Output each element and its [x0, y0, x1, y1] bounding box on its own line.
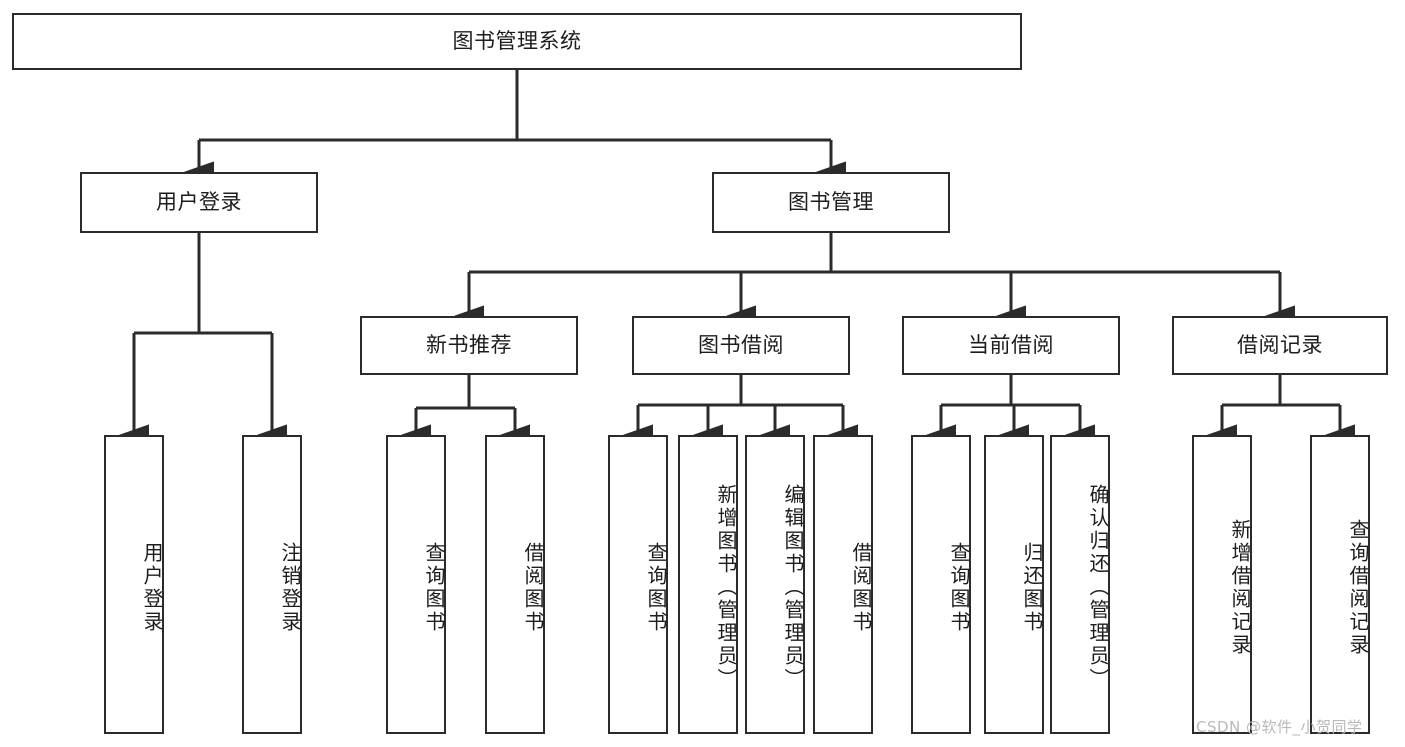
node-label: 图书管理	[788, 189, 874, 214]
leaf-confirm-return-admin[interactable]: 确认归还（管理员）	[1050, 435, 1110, 734]
node-user-login[interactable]: 用户登录	[80, 172, 318, 233]
node-label: 确认归还（管理员）	[1086, 484, 1110, 691]
node-current-borrow[interactable]: 当前借阅	[902, 316, 1120, 375]
node-label: 新增图书（管理员）	[714, 484, 738, 691]
leaf-borrow-book-1[interactable]: 借阅图书	[485, 435, 545, 734]
leaf-edit-book-admin[interactable]: 编辑图书（管理员）	[745, 435, 805, 734]
leaf-return-book[interactable]: 归还图书	[984, 435, 1044, 734]
node-label: 归还图书	[1020, 541, 1044, 634]
node-new-book-recommend[interactable]: 新书推荐	[360, 316, 578, 375]
node-root-system[interactable]: 图书管理系统	[12, 13, 1022, 70]
node-label: 借阅图书	[849, 541, 873, 634]
node-label: 查询借阅记录	[1346, 518, 1370, 657]
leaf-add-borrow-record[interactable]: 新增借阅记录	[1192, 435, 1252, 734]
node-label: 图书管理系统	[452, 28, 582, 53]
node-label: 图书借阅	[698, 332, 784, 357]
leaf-query-borrow-record[interactable]: 查询借阅记录	[1310, 435, 1370, 734]
leaf-query-book-3[interactable]: 查询图书	[911, 435, 971, 734]
node-label: 借阅图书	[521, 541, 545, 634]
node-label: 新书推荐	[426, 332, 512, 357]
node-label: 注销登录	[278, 541, 302, 634]
watermark: CSDN @软件_小贺同学	[1196, 718, 1363, 736]
leaf-query-book-2[interactable]: 查询图书	[608, 435, 668, 734]
leaf-query-book-1[interactable]: 查询图书	[386, 435, 446, 734]
node-book-management[interactable]: 图书管理	[712, 172, 950, 233]
node-label: 借阅记录	[1237, 332, 1323, 357]
leaf-user-login[interactable]: 用户登录	[104, 435, 164, 734]
node-label: 查询图书	[644, 541, 668, 634]
node-label: 查询图书	[947, 541, 971, 634]
node-label: 编辑图书（管理员）	[781, 484, 805, 691]
node-label: 新增借阅记录	[1228, 518, 1252, 657]
node-label: 用户登录	[156, 189, 242, 214]
node-borrow-record[interactable]: 借阅记录	[1172, 316, 1388, 375]
node-label: 查询图书	[422, 541, 446, 634]
leaf-borrow-book-2[interactable]: 借阅图书	[813, 435, 873, 734]
leaf-add-book-admin[interactable]: 新增图书（管理员）	[678, 435, 738, 734]
node-label: 用户登录	[140, 541, 164, 634]
node-label: 当前借阅	[968, 332, 1054, 357]
node-book-borrow[interactable]: 图书借阅	[632, 316, 850, 375]
leaf-logout[interactable]: 注销登录	[242, 435, 302, 734]
